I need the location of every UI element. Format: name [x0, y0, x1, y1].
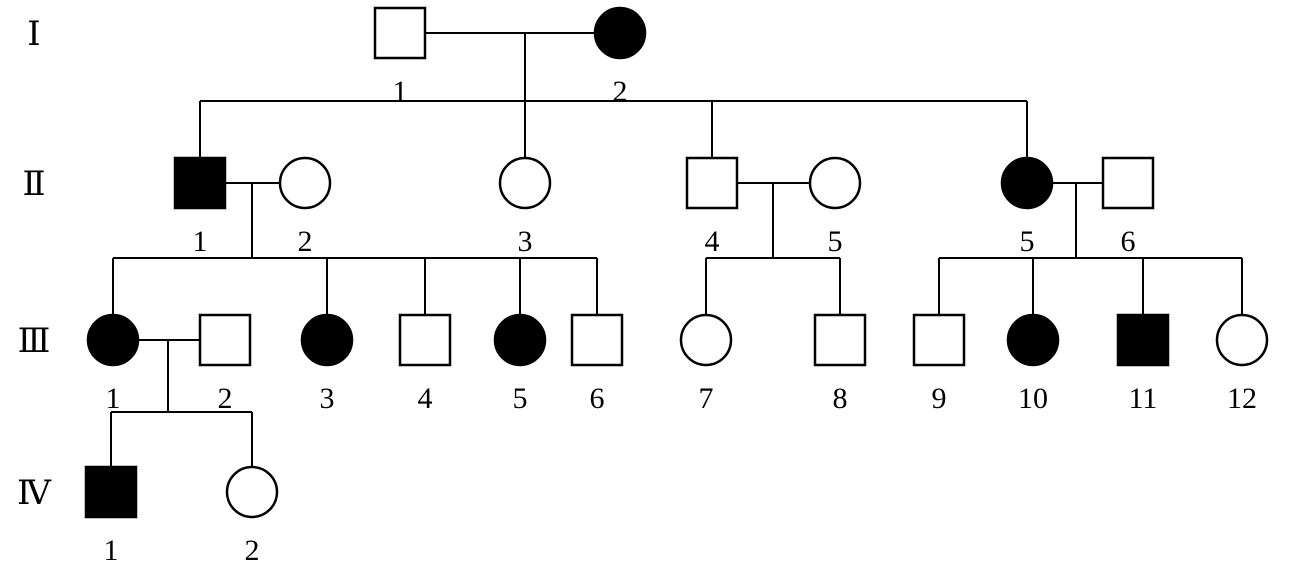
unaffected-female-iii-12 — [1215, 313, 1269, 367]
affected-female-iii-10 — [1006, 313, 1060, 367]
unaffected-male-ii-6 — [1101, 156, 1155, 210]
affected-female-iii-3 — [300, 313, 354, 367]
affected-male-iv-1 — [84, 465, 138, 519]
individual-number-iii-1: 1 — [106, 382, 121, 415]
relationship-lines — [110, 32, 1243, 467]
unaffected-male-iii-8 — [813, 313, 867, 367]
individual-number-ii-2: 2 — [298, 225, 313, 258]
unaffected-male-iii-9 — [912, 313, 966, 367]
individual-number-iii-11: 11 — [1129, 382, 1158, 415]
individual-number-ii-5: 5 — [1020, 225, 1035, 258]
individual-number-iv-1: 1 — [104, 534, 119, 567]
generation-label-ii: Ⅱ — [22, 166, 45, 203]
individual-number-iii-7: 7 — [699, 382, 714, 415]
individual-number-iii-12: 12 — [1227, 382, 1257, 415]
individual-number-iii-10: 10 — [1018, 382, 1048, 415]
unaffected-female-iii-7 — [679, 313, 733, 367]
unaffected-female-ii-3 — [498, 156, 552, 210]
individual-number-ii-1: 1 — [193, 225, 208, 258]
generation-label-i: Ⅰ — [27, 16, 40, 53]
unaffected-male-ii-4 — [685, 156, 739, 210]
affected-female-iii-1 — [86, 313, 140, 367]
affected-male-ii-1 — [173, 156, 227, 210]
individual-number-iii-4: 4 — [418, 382, 433, 415]
generation-label-iii: Ⅲ — [18, 323, 51, 360]
individual-number-iii-6: 6 — [590, 382, 605, 415]
individual-number-i-1: 1 — [393, 75, 408, 108]
individual-symbols — [84, 6, 1269, 519]
generation-labels: Ⅰ Ⅱ Ⅲ Ⅳ — [17, 16, 52, 512]
individual-number-i-2: 2 — [613, 75, 628, 108]
individual-number-iii-2: 2 — [218, 382, 233, 415]
individual-number-ii-5w: 5 — [828, 225, 843, 258]
unaffected-female-ii-5w — [808, 156, 862, 210]
unaffected-female-ii-2 — [278, 156, 332, 210]
affected-female-iii-5 — [493, 313, 547, 367]
generation-label-iv: Ⅳ — [17, 475, 52, 512]
affected-female-ii-5 — [1000, 156, 1054, 210]
individual-number-iv-2: 2 — [245, 534, 260, 567]
unaffected-male-i-1 — [373, 6, 427, 60]
individual-number-iii-8: 8 — [833, 382, 848, 415]
individual-number-iii-3: 3 — [320, 382, 335, 415]
affected-male-iii-11 — [1116, 313, 1170, 367]
unaffected-male-iii-4 — [398, 313, 452, 367]
individual-number-ii-4: 4 — [705, 225, 720, 258]
unaffected-male-iii-6 — [570, 313, 624, 367]
individual-number-ii-3: 3 — [518, 225, 533, 258]
affected-female-i-2 — [593, 6, 647, 60]
individual-number-iii-5: 5 — [513, 382, 528, 415]
individual-number-iii-9: 9 — [932, 382, 947, 415]
unaffected-female-iv-2 — [225, 465, 279, 519]
unaffected-male-iii-2 — [198, 313, 252, 367]
individual-number-ii-6: 6 — [1121, 225, 1136, 258]
